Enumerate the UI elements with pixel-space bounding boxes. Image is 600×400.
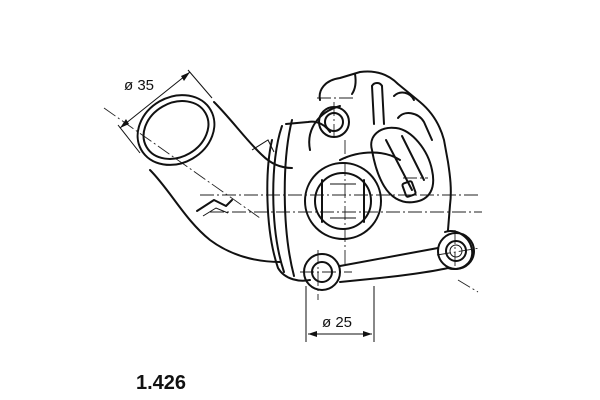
right-mount-boss <box>437 232 475 270</box>
outlet-pipe <box>136 94 293 263</box>
outlet-diameter-label: ø 35 <box>124 77 154 94</box>
central-bore <box>304 162 382 240</box>
top-bolt-boss <box>318 106 350 138</box>
bottom-diameter-dimension: ø 25 <box>305 286 375 342</box>
part-number: 1.426 <box>136 372 186 394</box>
temperature-sensor <box>370 112 435 204</box>
outlet-diameter-dimension: ø 35 <box>117 69 213 154</box>
housing-body <box>266 70 474 283</box>
bottom-mount-boss <box>303 247 439 291</box>
bottom-diameter-label: ø 25 <box>322 314 352 331</box>
